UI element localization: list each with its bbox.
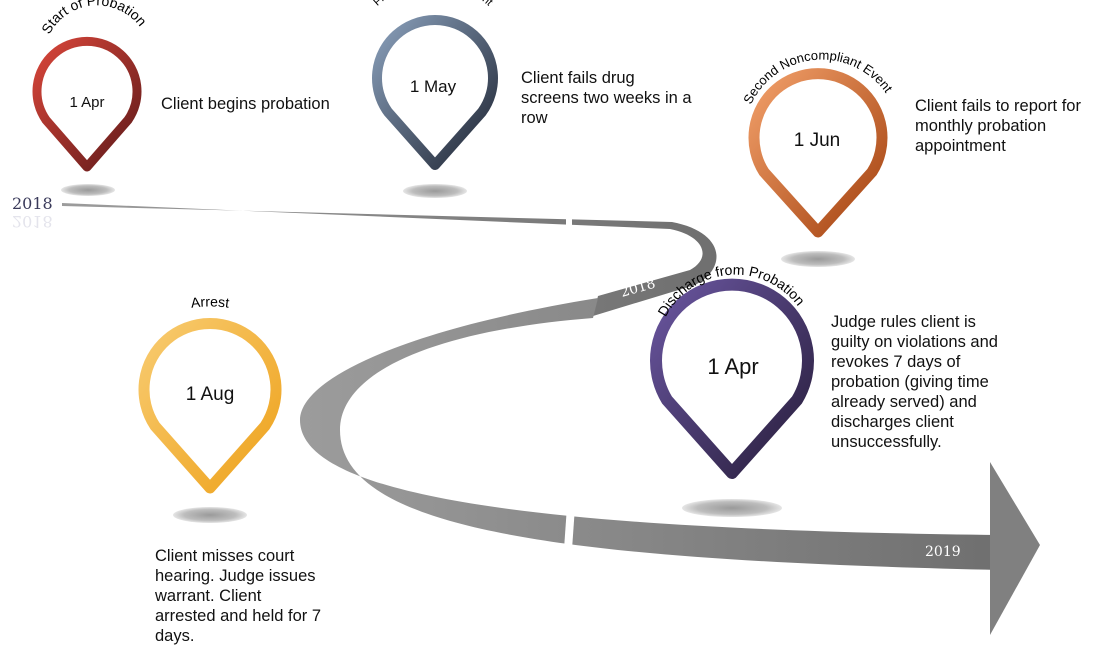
timeline-arrowhead xyxy=(990,462,1040,635)
pin-shadows xyxy=(61,184,855,523)
event-pin-second xyxy=(748,68,888,238)
timeline-band-lower xyxy=(300,298,1000,570)
start-title: Start of Probation xyxy=(38,0,150,36)
year-label-2019: 2019 xyxy=(925,544,961,560)
year-label-2018-start: 2018 xyxy=(12,194,53,213)
pin-shadow xyxy=(173,507,247,523)
event-pin-arrest xyxy=(138,318,282,494)
band-gap xyxy=(563,514,575,556)
start-title-path: Start of Probation xyxy=(38,0,150,36)
timeline-band-upper xyxy=(62,203,717,316)
event-pin-start xyxy=(32,36,142,172)
start-date: 1 Apr xyxy=(69,94,104,111)
band-gap xyxy=(566,210,572,226)
event-pin-first xyxy=(372,15,498,170)
pin-shadow xyxy=(403,184,467,198)
pin-shadow xyxy=(682,499,782,517)
timeline-band xyxy=(62,198,1040,635)
arrest-description: Client misses court hearing. Judge issue… xyxy=(155,547,322,645)
pin-shadow xyxy=(781,251,855,267)
discharge-description: Judge rules client is guilty on violatio… xyxy=(831,313,998,451)
year-label-2018-reflection: 2018 xyxy=(12,212,53,231)
arrest-title: Arrest xyxy=(190,293,230,310)
first-description: Client fails drug screens two weeks in a… xyxy=(521,69,692,127)
second-date: 1 Jun xyxy=(794,130,840,151)
start-description: Client begins probation xyxy=(161,95,330,113)
first-title: First Noncompliant Event xyxy=(371,0,495,8)
first-title-path: First Noncompliant Event xyxy=(371,0,495,8)
discharge-date: 1 Apr xyxy=(707,354,758,379)
second-description: Client fails to report for monthly proba… xyxy=(915,97,1081,155)
arrest-date: 1 Aug xyxy=(186,384,235,405)
arrest-title-path: Arrest xyxy=(190,293,230,310)
first-date: 1 May xyxy=(410,77,457,96)
band-gap xyxy=(293,198,299,212)
pin-shadow xyxy=(61,184,115,196)
event-pin-discharge xyxy=(650,278,814,479)
